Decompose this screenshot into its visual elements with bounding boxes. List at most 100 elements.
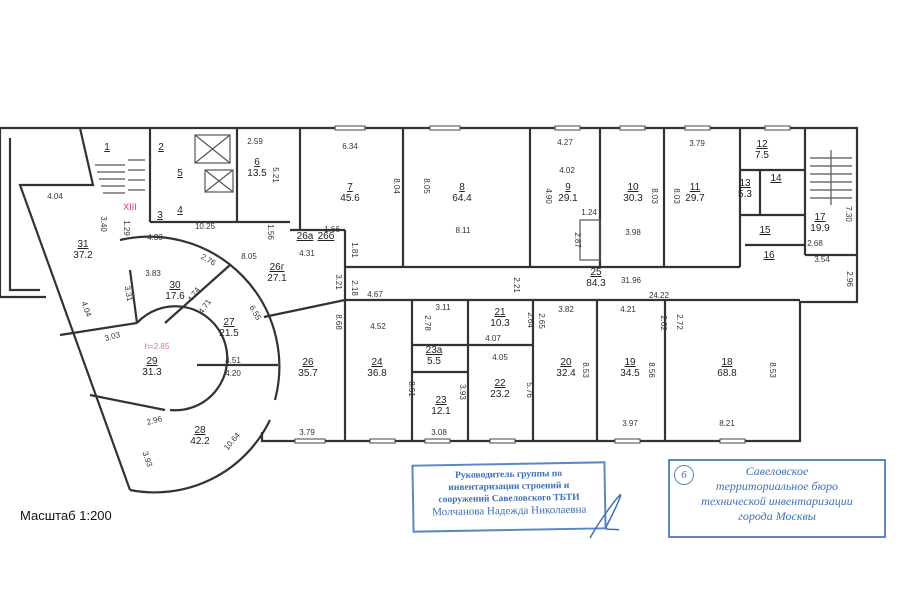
stamp-line: Савеловское [745,464,809,478]
dimension-label: 3.11 [436,303,452,312]
room-number: 21 [494,307,506,318]
dimension-label: 2.62 [659,315,668,331]
room-number: 20 [560,357,572,368]
room-number: 23а [426,345,443,356]
dimension-label: 8.05 [422,178,431,194]
room-number: 26г [270,262,285,273]
dimension-label: 3.08 [431,428,447,437]
room-number: 30 [169,280,181,291]
room-number: 3 [157,210,163,221]
windows [294,125,791,444]
room-number: 4 [177,205,183,216]
room-number: 8 [459,182,465,193]
room-number: 12 [756,139,768,150]
dimension-label: 6.34 [342,142,358,151]
dimension-label: 1.81 [350,242,359,258]
dimension-label: 1.56 [266,224,275,240]
room-number: 23 [435,395,447,406]
room-area: 5.5 [427,356,441,367]
room-area: 12.1 [431,406,451,417]
dimension-label: 3.03 [104,330,122,343]
dimension-label: 8.53 [768,362,777,378]
dimension-label: 4.51 [225,356,241,365]
dimension-label: 2.68 [807,239,823,248]
room-area: 27.1 [267,273,287,284]
room-area: 31.3 [142,367,162,378]
room-area: 68.8 [717,368,737,379]
room-number: 6 [254,157,260,168]
room-area: 23.2 [490,389,510,400]
dimension-label: 4.05 [492,353,508,362]
dimension-label: 4.07 [485,334,501,343]
dimension-label: 7.30 [844,206,853,222]
room-number: 24 [371,357,383,368]
room-number: 14 [770,173,782,184]
dimension-label: 8.51 [407,381,416,397]
dimension-label: 2.64 [526,312,535,328]
dimension-label: 3.83 [145,269,161,278]
room-area: 30.3 [623,193,643,204]
stair-label: XIII [123,202,137,212]
dimension-label: 4.33 [147,233,163,242]
dimension-label: 5.76 [525,382,534,398]
room-number: 27 [223,317,235,328]
dimension-label: 2.96 [845,271,854,287]
stamp-line: города Москвы [738,509,816,523]
dimension-label: 3.79 [299,428,315,437]
dimension-label: 3.54 [814,255,830,264]
dimension-label: 4.90 [544,188,553,204]
room-number: 10 [627,182,639,193]
room-area: 64.4 [452,193,472,204]
dimension-label: 3.93 [458,384,467,400]
dimension-label: 3.98 [625,228,641,237]
dimension-label: 10.64 [222,430,242,452]
room-area: 84.3 [586,278,606,289]
dimension-label: 4.52 [370,322,386,331]
dimension-label: 4.31 [299,249,315,258]
dimension-label: 8.21 [719,419,735,428]
room-number: 31 [77,239,89,250]
room-number: 29 [146,356,158,367]
room-area: 17.6 [165,291,185,302]
room-number: 1 [104,142,110,153]
dimension-label: 2.87 [573,232,582,248]
room-number: 18 [721,357,733,368]
dimension-label: 2.65 [537,313,546,329]
room-area: 35.7 [298,368,318,379]
dimension-label: 8.05 [241,252,257,261]
dimension-label: 4.27 [557,138,573,147]
stamp-line: технической инвентаризации [701,494,853,508]
room-number: 26б [318,230,335,242]
dimension-label: 3.40 [99,216,108,232]
room-area: 45.6 [340,193,360,204]
dimension-label: 4.04 [47,192,63,201]
stamp-line: Молчанова Надежда Николаевна [432,503,587,519]
room-area: 29.1 [558,193,578,204]
room-number: 11 [690,182,701,193]
dimension-label: 8.03 [650,188,659,204]
room-area: 37.2 [73,250,93,261]
height-note: h=2.85 [145,342,170,351]
room-area: 34.5 [620,368,640,379]
room-area: 21.5 [219,328,239,339]
dimension-label: 2.18 [350,280,359,296]
room-area: 29.7 [685,193,705,204]
dimension-label: 10.25 [195,222,216,231]
dimension-label: 5.21 [271,167,280,183]
bureau-stamp: 6 Савеловское территориальное бюро техни… [668,459,886,538]
dimension-label: 4.02 [559,166,575,175]
room-number: 26 [302,357,314,368]
room-number: 5 [177,168,183,179]
walls [0,126,859,494]
dimension-label: 8.56 [647,362,656,378]
dimension-label: 4.21 [620,305,636,314]
dimension-label: 2.78 [423,315,432,331]
signature [589,494,622,539]
room-number: 22 [494,378,506,389]
approval-stamp: Руководитель группы по инвентаризации ст… [411,461,607,533]
fixtures [95,134,852,261]
dimension-label: 2.59 [247,137,263,146]
dimension-label: 1.66 [324,225,340,234]
